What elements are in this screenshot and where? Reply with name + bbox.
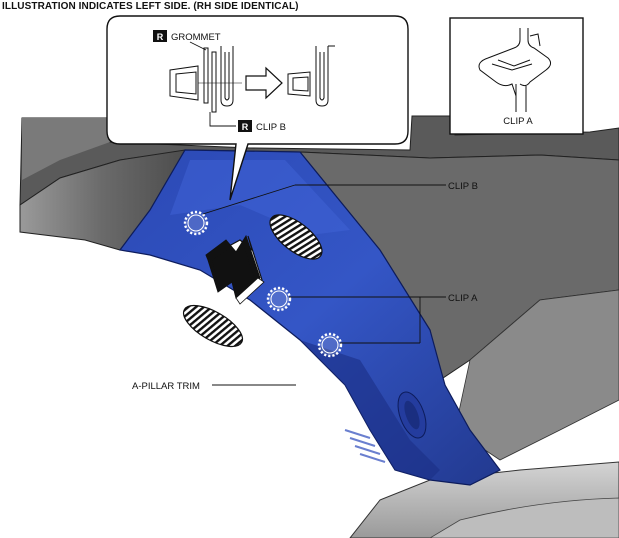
callout-a-pillar-trim: A-PILLAR TRIM bbox=[132, 381, 200, 392]
inset-grommet-box bbox=[106, 15, 409, 201]
inset-clipb-label: CLIP B bbox=[256, 122, 286, 133]
grommet-replace-tag-text: R bbox=[157, 32, 164, 42]
clip-position-marker-icon bbox=[317, 332, 343, 358]
clip-position-marker-icon bbox=[183, 210, 209, 236]
grommet-label: GROMMET bbox=[171, 32, 221, 43]
replace-tag bbox=[238, 120, 252, 132]
clipb-replace-tag-text: R bbox=[242, 122, 249, 132]
replace-tag bbox=[153, 30, 167, 42]
trim-vent bbox=[344, 429, 386, 463]
clip-position-marker-icon bbox=[266, 286, 292, 312]
removal-direction-arrow-icon bbox=[205, 234, 265, 305]
callout-clip-a: CLIP A bbox=[448, 293, 478, 304]
callout-clip-b: CLIP B bbox=[448, 181, 478, 192]
heading: ILLUSTRATION INDICATES LEFT SIDE. (RH SI… bbox=[2, 1, 299, 12]
hand-grip-marker-icon bbox=[182, 304, 244, 348]
grommet-clip-assembly-drawing bbox=[169, 41, 242, 127]
hand-grip-marker-icon bbox=[269, 214, 323, 260]
inset-clip-a-box bbox=[449, 17, 584, 135]
clip-b-separated-drawing bbox=[287, 45, 335, 107]
clip-a-drawing bbox=[478, 28, 552, 112]
transition-arrow-icon bbox=[245, 66, 283, 100]
inset-clip-a-label: CLIP A bbox=[503, 116, 533, 127]
leader-lines bbox=[202, 184, 446, 386]
